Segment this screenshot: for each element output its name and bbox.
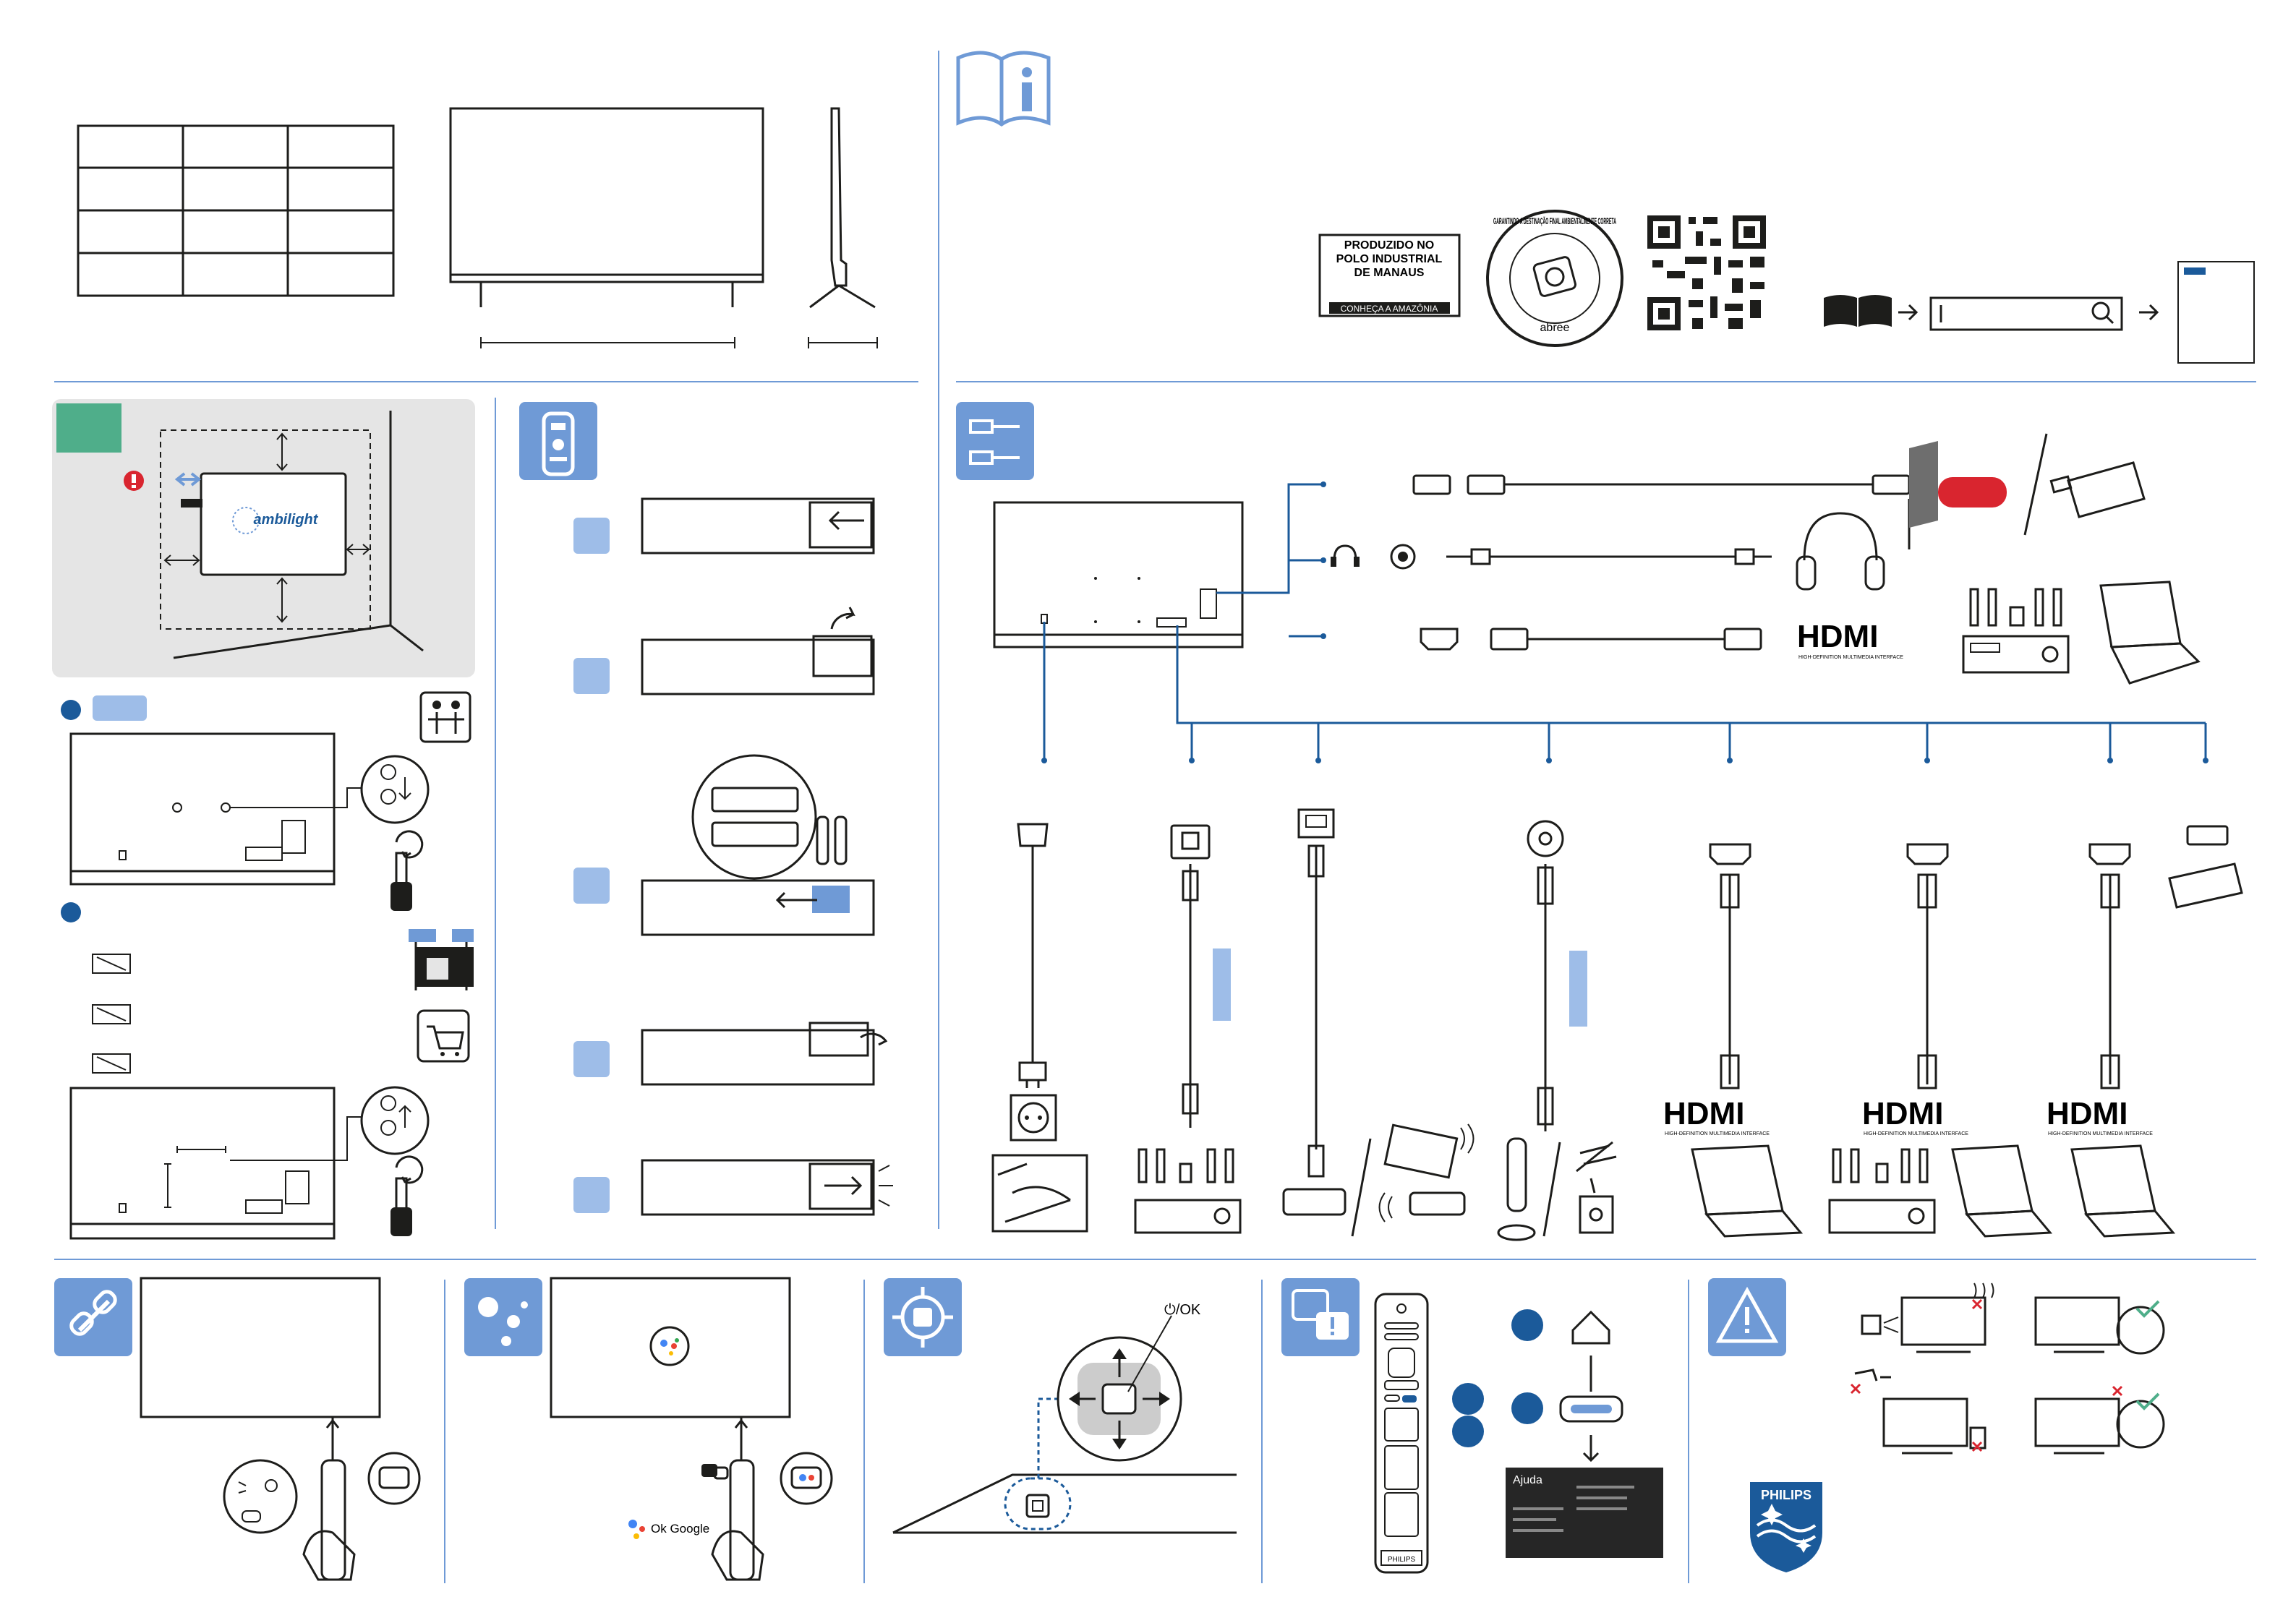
hdmi-logo-text: HDMI [1862, 1096, 1943, 1131]
badge-line-2: POLO INDUSTRIAL [1336, 253, 1443, 265]
philips-shield-logo [1750, 1482, 1822, 1572]
connection-antenna [1497, 820, 1617, 1241]
safety-cleaning-icons [1850, 1282, 2165, 1455]
step-label-box [93, 695, 147, 721]
ambilight-logo: ambilight [254, 512, 319, 528]
warning-icon [1708, 1278, 1786, 1356]
hdmi-logo-subtitle: HIGH-DEFINITION MULTIMEDIA INTERFACE [1665, 1131, 1770, 1136]
joystick-icon [884, 1278, 962, 1356]
soundbar-laptop [1962, 581, 2201, 685]
cart-icon [417, 1009, 470, 1063]
badge-line-4: CONHEÇA A AMAZÔNIA [1341, 303, 1438, 314]
tv-front-illustration [449, 107, 764, 348]
hdmi-logo-text: HDMI [1663, 1096, 1744, 1131]
hdmi-logo-subtitle: HIGH-DEFINITION MULTIMEDIA INTERFACE [1864, 1131, 1968, 1136]
remote-icon [519, 402, 597, 480]
screw-icons [92, 954, 131, 1074]
hdmi-logo: HDMI HIGH-DEFINITION MULTIMEDIA INTERFAC… [1797, 619, 1903, 660]
abree-seal [1486, 210, 1623, 347]
google-assistant-icon [464, 1278, 542, 1356]
hdmi-cable-row [1420, 628, 1762, 651]
connection-hdmi-1 [1691, 843, 1804, 1238]
connection-ethernet [1282, 808, 1372, 1237]
usb-cable-row [1412, 433, 2146, 549]
tv-assistant-illustration [550, 1277, 833, 1581]
help-steps [1452, 1309, 1663, 1558]
connection-hdmi-2 [1828, 843, 2053, 1238]
wall-bracket-icon [409, 929, 474, 990]
help-remote [1374, 1293, 1429, 1574]
section-separators [54, 51, 2256, 1583]
seal-brand: abree [1540, 322, 1570, 334]
connection-power [991, 823, 1088, 1233]
hdmi-logo-subtitle: HIGH-DEFINITION MULTIMEDIA INTERFACE [2048, 1131, 2153, 1136]
headphones-icon [1331, 544, 1416, 570]
info-book-icon [956, 51, 1051, 127]
tv-back-illustration-1 [69, 732, 430, 911]
connection-wifi [1378, 1123, 1475, 1222]
manaus-badge [1318, 234, 1461, 317]
hdmi-logo-subtitle: HIGH-DEFINITION MULTIMEDIA INTERFACE [1798, 655, 1903, 660]
seal-text: GARANTINDO A DESTINAÇÃO FINAL AMBIENTALM… [1493, 215, 1616, 226]
dimension-table [77, 124, 395, 297]
ok-google-label: Ok Google [651, 1522, 709, 1536]
manual-thumbnail [2177, 261, 2255, 364]
help-screen-title: Ajuda [1513, 1474, 1542, 1486]
power-ok-label: ⏻/OK [1164, 1302, 1201, 1318]
tv-joystick-illustration [892, 1315, 1237, 1534]
hdmi-logo-text: HDMI [2047, 1096, 2128, 1131]
tv-back-illustration-2 [69, 1086, 430, 1240]
wall-mount-panel [52, 399, 475, 677]
help-question-icon [1281, 1278, 1360, 1356]
connection-optical [1134, 824, 1242, 1234]
badge-line-3: DE MANAUS [1354, 267, 1425, 279]
step-dot [61, 902, 81, 922]
tv-connections-back [993, 481, 2208, 763]
battery-steps [573, 497, 893, 1216]
badge-line-1: PRODUZIDO NO [1344, 239, 1434, 252]
remote-brand: PHILIPS [1388, 1556, 1416, 1564]
tv-remote-link-illustration [140, 1277, 421, 1581]
brand-name: PHILIPS [1761, 1488, 1811, 1502]
book-icon [1824, 295, 1892, 327]
step-dot [61, 700, 81, 720]
search-box[interactable] [1929, 296, 2123, 331]
audio-cable-row [1446, 512, 1885, 591]
connection-hdmi-3 [2070, 825, 2243, 1238]
search-icon[interactable] [2091, 301, 2114, 325]
hdmi-cable-icon [956, 402, 1034, 480]
tv-side-illustration [808, 107, 878, 348]
qr-code [1645, 213, 1768, 333]
link-icon [54, 1278, 132, 1356]
two-person-icon [419, 691, 471, 743]
hdmi-logo-text: HDMI [1797, 619, 1878, 654]
